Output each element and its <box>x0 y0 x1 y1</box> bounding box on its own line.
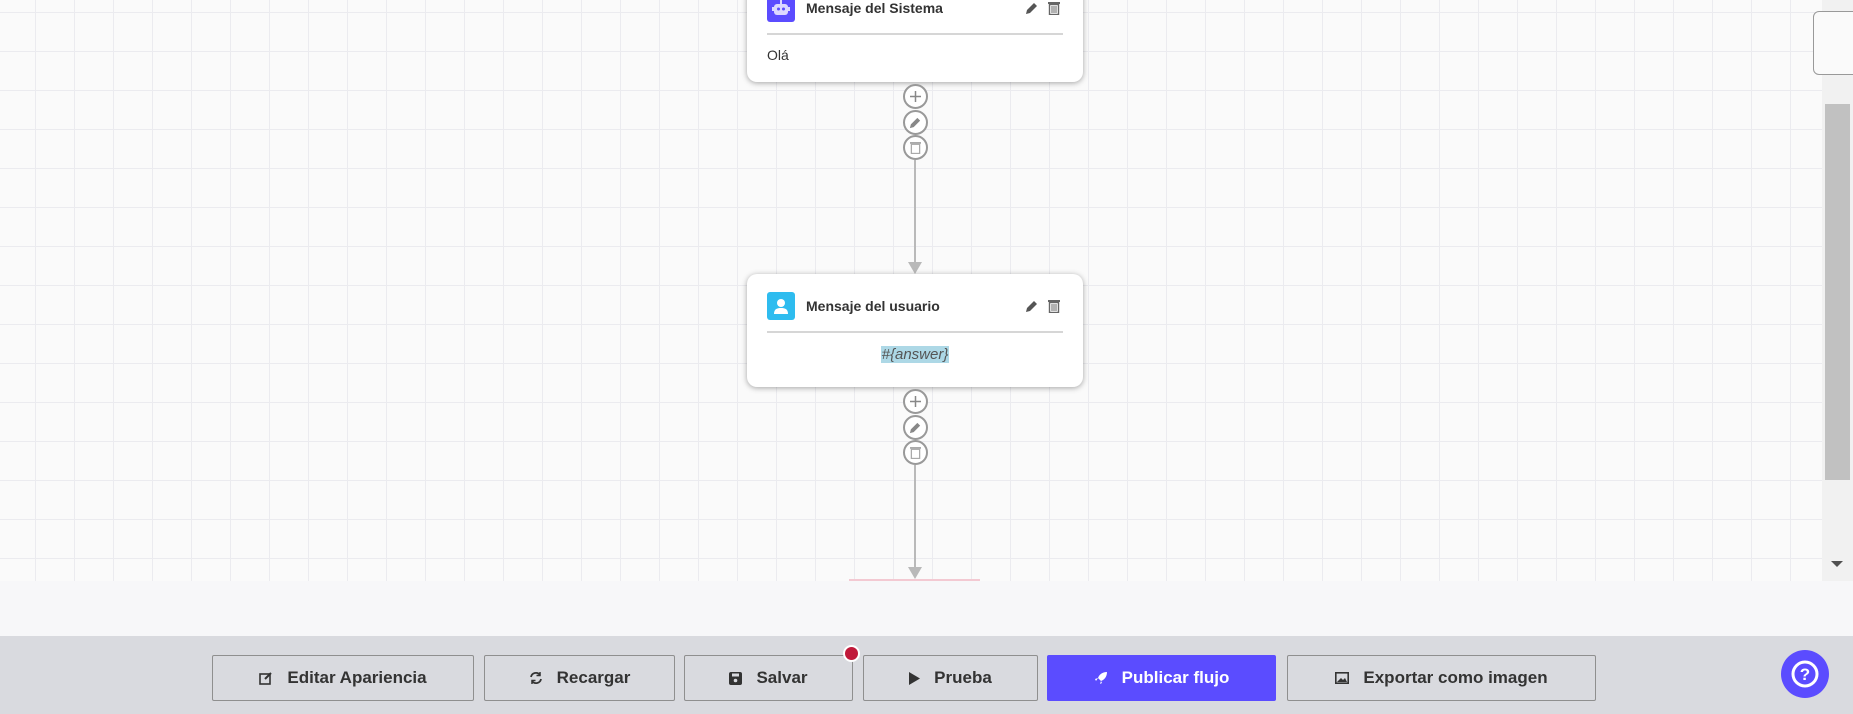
node-content: Olá <box>767 47 789 63</box>
flow-canvas[interactable]: Mensaje del Sistema Olá Mensaje del usua… <box>0 0 1822 581</box>
rocket-icon <box>1094 672 1107 684</box>
edit-appearance-button[interactable]: Editar Apariencia <box>212 655 474 701</box>
node-system-message[interactable]: Mensaje del Sistema Olá <box>747 0 1083 82</box>
footer-toolbar: Editar Apariencia Recargar Salvar Prueba… <box>0 636 1853 714</box>
reload-button[interactable]: Recargar <box>484 655 675 701</box>
robot-icon <box>767 0 795 22</box>
minimap-panel[interactable] <box>1813 11 1853 75</box>
scrollbar-thumb[interactable] <box>1825 104 1850 480</box>
connector-arrow <box>908 262 922 274</box>
edit-icon <box>259 672 273 685</box>
unsaved-changes-dot <box>843 645 860 662</box>
pencil-icon <box>1026 3 1037 14</box>
save-icon <box>729 671 743 685</box>
edit-connection-button[interactable] <box>903 415 928 440</box>
trash-icon <box>1048 2 1060 15</box>
pencil-icon <box>909 117 921 129</box>
question-icon: ? <box>1791 660 1819 688</box>
node-content-variable: #{answer} <box>880 346 950 363</box>
delete-node-button[interactable] <box>1045 297 1063 315</box>
export-image-button[interactable]: Exportar como imagen <box>1287 655 1596 701</box>
edit-node-button[interactable] <box>1023 297 1041 315</box>
node-user-message[interactable]: Mensaje del usuario #{answer} <box>747 274 1083 387</box>
svg-text:?: ? <box>1800 665 1810 684</box>
add-node-button[interactable] <box>903 84 928 109</box>
pencil-icon <box>1026 301 1037 312</box>
save-button[interactable]: Salvar <box>684 645 860 701</box>
delete-connection-button[interactable] <box>903 440 928 465</box>
pencil-icon <box>909 422 921 434</box>
play-icon <box>909 671 921 685</box>
vertical-scrollbar[interactable] <box>1822 0 1853 581</box>
help-button[interactable]: ? <box>1781 650 1829 698</box>
add-node-button[interactable] <box>903 389 928 414</box>
delete-node-button[interactable] <box>1045 0 1063 17</box>
test-button[interactable]: Prueba <box>863 655 1038 701</box>
scroll-down-arrow-icon[interactable] <box>1831 561 1843 567</box>
delete-connection-button[interactable] <box>903 135 928 160</box>
refresh-icon <box>529 672 542 684</box>
image-icon <box>1335 672 1350 684</box>
plus-icon <box>910 396 921 407</box>
plus-icon <box>910 91 921 102</box>
node-title: Mensaje del usuario <box>806 298 940 314</box>
edit-connection-button[interactable] <box>903 110 928 135</box>
publish-flow-button[interactable]: Publicar flujo <box>1047 655 1276 701</box>
node-title: Mensaje del Sistema <box>806 0 943 16</box>
trash-icon <box>1048 300 1060 313</box>
trash-icon <box>910 447 921 459</box>
edit-node-button[interactable] <box>1023 0 1041 17</box>
connector-arrow <box>908 567 922 579</box>
connector-line <box>914 465 916 569</box>
trash-icon <box>910 142 921 154</box>
connector-line <box>914 160 916 264</box>
user-icon <box>767 292 795 320</box>
next-node-edge <box>849 579 980 581</box>
